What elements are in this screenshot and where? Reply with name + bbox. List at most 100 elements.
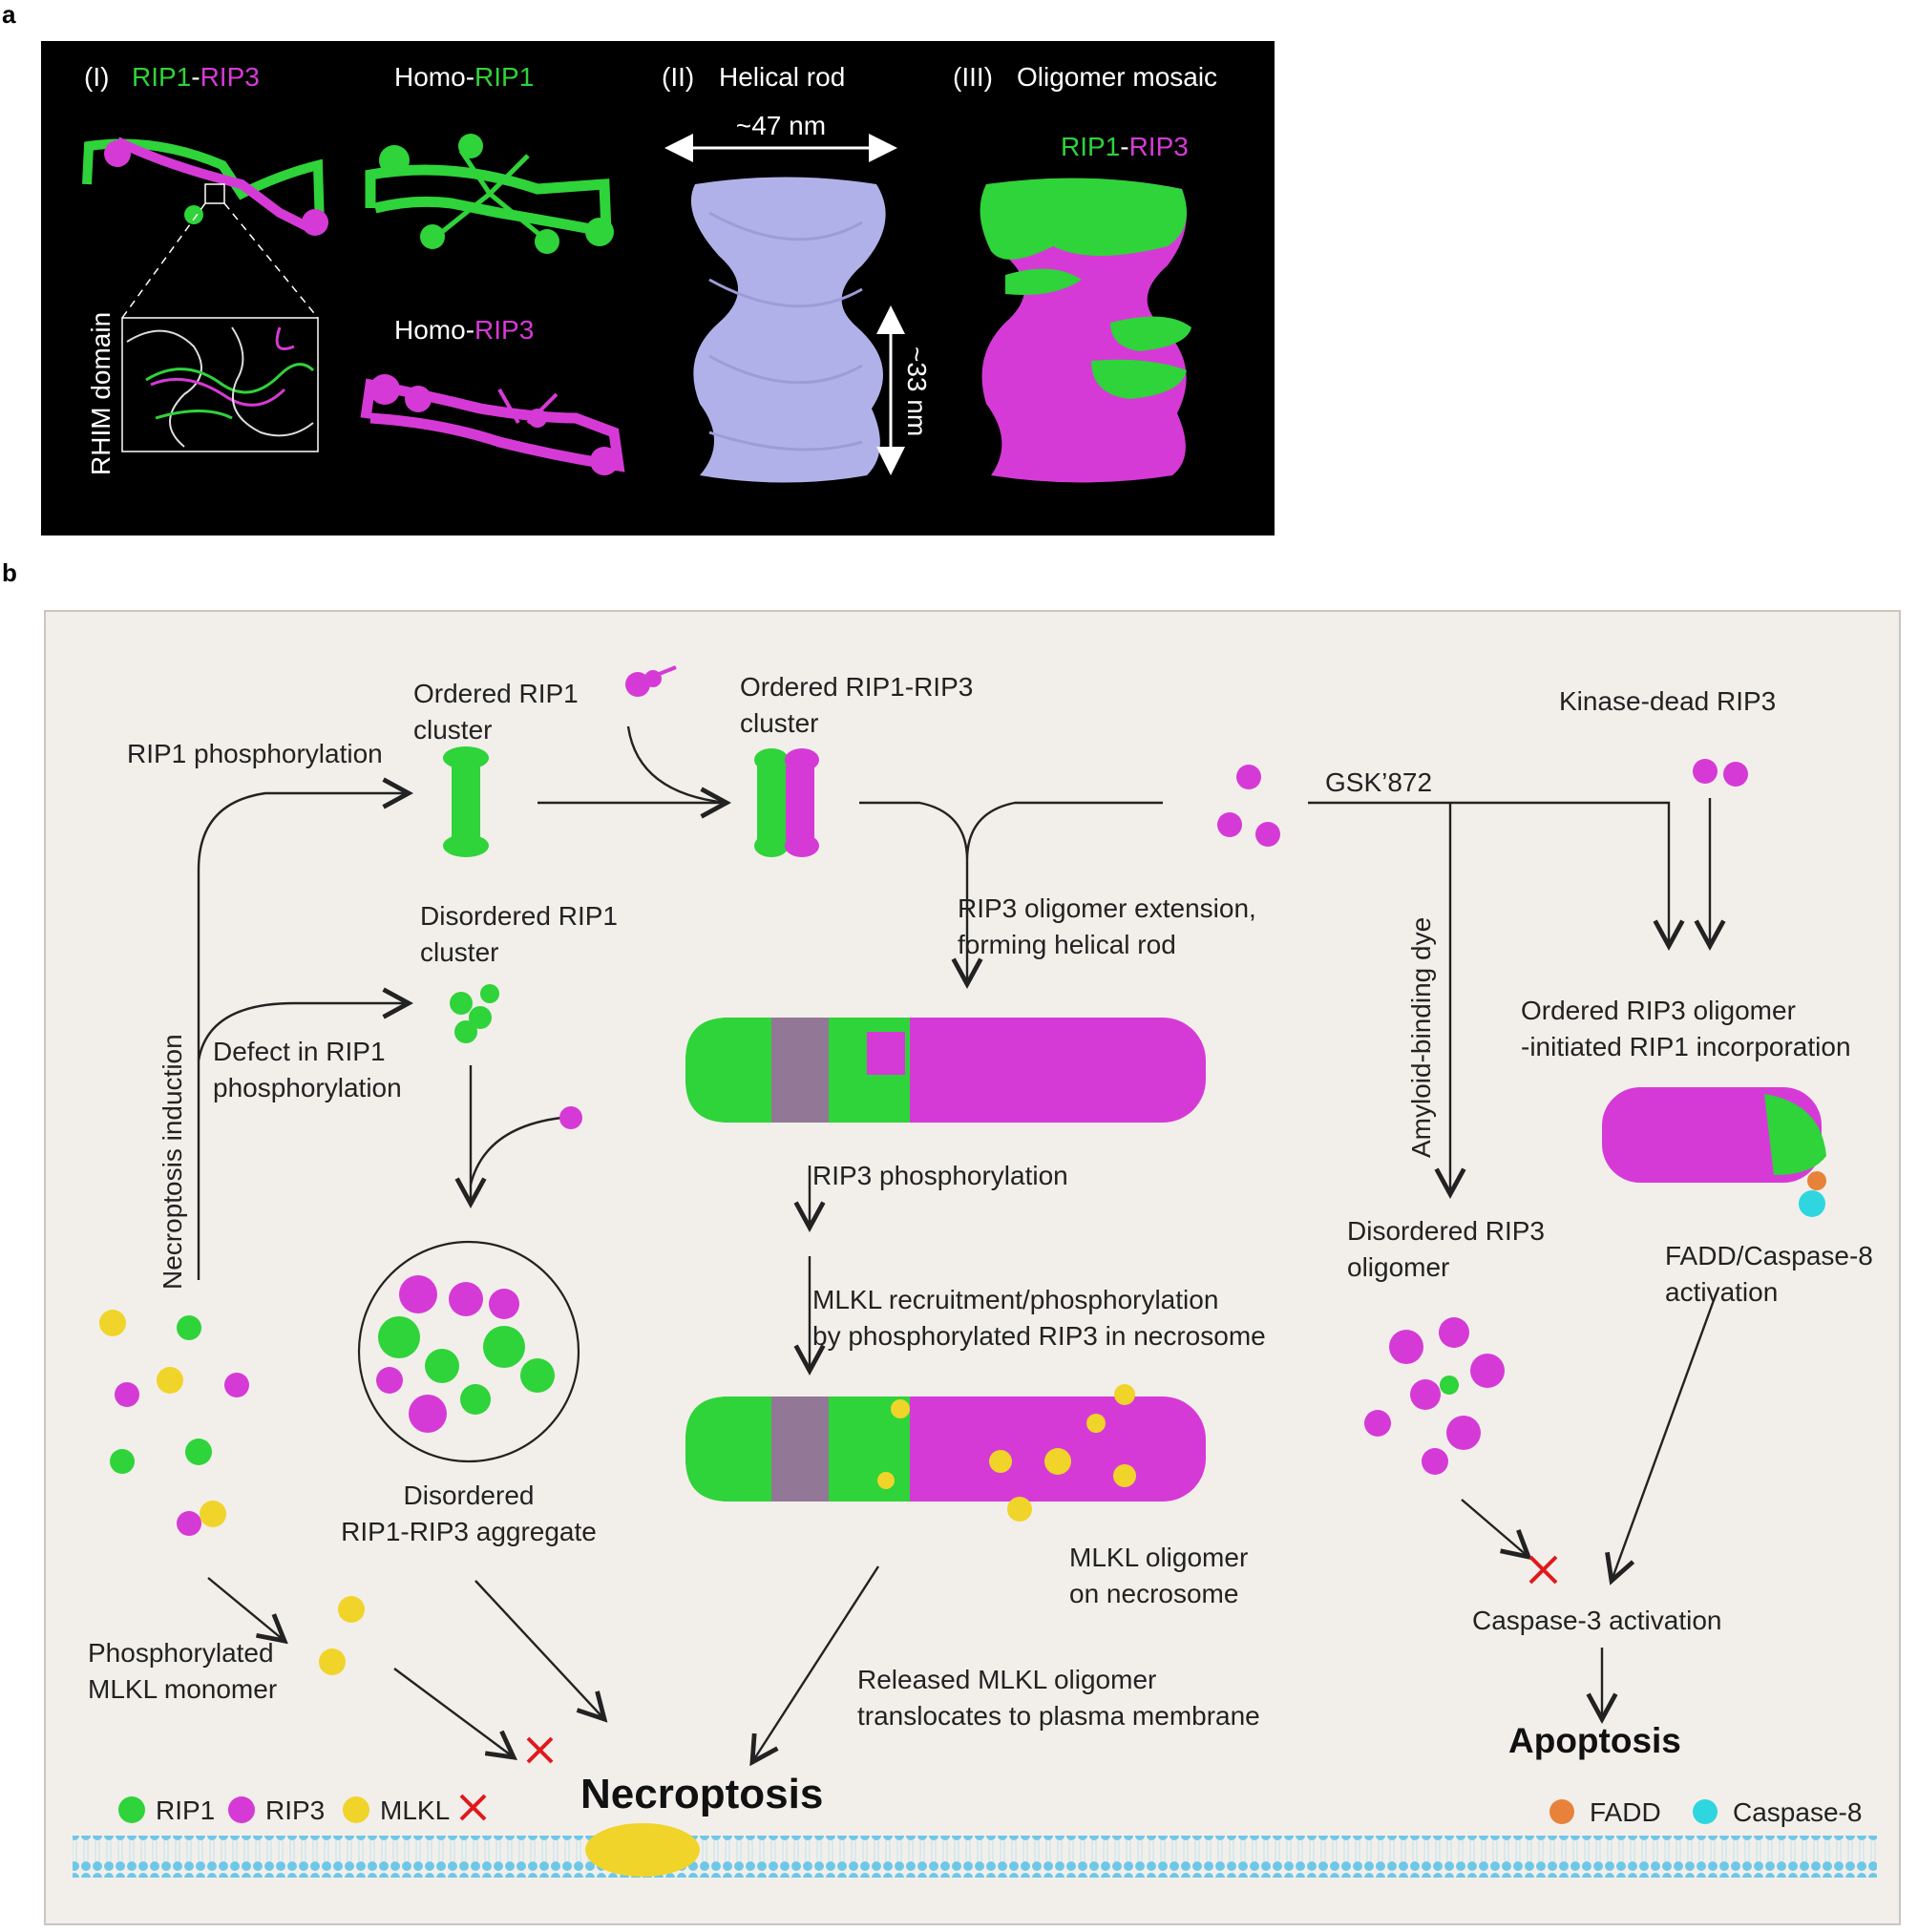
ordered-rip1-rip3-label-2: cluster <box>740 708 818 738</box>
ordered-rip1-cluster-label-1: Ordered RIP1 <box>413 679 579 708</box>
mosaic-title: RIP1-RIP3 <box>1061 132 1189 161</box>
homo-rip3-structure <box>360 374 625 475</box>
gsk872-label: GSK’872 <box>1325 767 1432 797</box>
induction-molecules <box>99 1310 365 1675</box>
rhim-domain-label: RHIM domain <box>86 312 116 475</box>
plasma-membrane <box>73 1823 1877 1878</box>
necroptosis-induction-label: Necroptosis induction <box>158 1034 187 1290</box>
fadd-activation-label-2: activation <box>1665 1277 1778 1307</box>
caspase3-activation-label: Caspase-3 activation <box>1472 1606 1721 1635</box>
free-rip3-top <box>625 665 677 697</box>
ordered-rip3-rip1-oligomer <box>1602 1087 1826 1217</box>
sec1-dash: - <box>191 62 200 92</box>
rip3-phosphorylation-label: RIP3 phosphorylation <box>812 1161 1068 1190</box>
mosaic-dash: - <box>1120 132 1128 161</box>
panel-b-svg: RIP1 phosphorylation Ordered RIP1 cluste… <box>73 665 1877 1878</box>
rip1-phosphorylation-label: RIP1 phosphorylation <box>127 739 383 768</box>
homo-rip1-title: Homo-RIP1 <box>394 62 534 92</box>
sec1-number: (I) <box>84 62 109 92</box>
disordered-rip1-cluster <box>450 984 499 1043</box>
ordered-rip1-cluster-label-2: cluster <box>413 715 492 745</box>
free-rip3-mid <box>559 1106 582 1129</box>
width-label: ~47 nm <box>736 111 826 140</box>
mosaic-rip1: RIP1 <box>1061 132 1120 161</box>
sec3-number: (III) <box>953 62 993 92</box>
panel-b: RIP1 phosphorylation Ordered RIP1 cluste… <box>44 610 1901 1925</box>
defect-label-1: Defect in RIP1 <box>213 1037 386 1066</box>
panel-b-letter: b <box>2 558 17 587</box>
sec1-rip1: RIP1 <box>132 62 191 92</box>
disordered-rip1-label-2: cluster <box>420 937 498 967</box>
mosaic-rip3: RIP3 <box>1129 132 1189 161</box>
amyloid-dye-label: Amyloid-binding dye <box>1406 917 1436 1158</box>
necrosome-with-mlkl <box>685 1384 1206 1522</box>
helical-rod <box>690 177 886 483</box>
height-label: ~33 nm <box>902 346 932 436</box>
rip3-extension-label-2: forming helical rod <box>958 930 1176 959</box>
rip3-extension-label-1: RIP3 oligomer extension, <box>958 893 1256 923</box>
fadd-activation-label-1: FADD/Caspase-8 <box>1665 1241 1873 1270</box>
inhibit-cross-monomer <box>459 1794 487 1821</box>
oligomer-mosaic <box>980 178 1191 483</box>
homo-prefix-3: Homo- <box>394 315 474 345</box>
panel-a: (I) RIP1-RIP3 Homo-RIP1 Homo-RIP3 (II) H… <box>41 41 1275 536</box>
legend-rip1: RIP1 <box>156 1796 215 1825</box>
disordered-rip1-label-1: Disordered RIP1 <box>420 901 618 931</box>
sec3-title: Oligomer mosaic <box>1017 62 1217 92</box>
mlkl-oligomer-label-1: MLKL oligomer <box>1069 1543 1248 1572</box>
disordered-aggregate-label-1: Disordered <box>404 1480 535 1510</box>
panel-a-letter: a <box>2 0 16 29</box>
ordered-rip3-label-1: Ordered RIP3 oligomer <box>1521 996 1796 1025</box>
inhibition-marks <box>459 1555 1558 1821</box>
released-mlkl-label-2: translocates to plasma membrane <box>857 1701 1260 1731</box>
legend-rip3-swatch <box>228 1796 255 1823</box>
pathway-arrows <box>197 725 1717 1762</box>
homo-rip1-name: RIP1 <box>474 62 534 92</box>
legend-mlkl-swatch <box>343 1796 369 1823</box>
sec1-rip3: RIP3 <box>200 62 260 92</box>
ordered-rip3-label-2: -initiated RIP1 incorporation <box>1521 1032 1851 1061</box>
rhim-inset <box>121 317 319 452</box>
ordered-rip1-rip3-label-1: Ordered RIP1-RIP3 <box>740 672 973 702</box>
helical-rod-horizontal <box>685 1018 1206 1123</box>
disordered-rip3-label-2: oligomer <box>1347 1252 1449 1282</box>
legend-mlkl: MLKL <box>380 1796 450 1825</box>
molecule-legend: RIP1 RIP3 MLKL FADD Caspase-8 <box>118 1796 1862 1827</box>
homo-rip1-structure <box>365 134 614 254</box>
legend-rip1-swatch <box>118 1796 145 1823</box>
phosphorylated-mlkl-label-2: MLKL monomer <box>88 1674 277 1704</box>
legend-fadd-swatch <box>1549 1799 1574 1824</box>
homo-rip3-name: RIP3 <box>474 315 534 345</box>
sec2-number: (II) <box>662 62 694 92</box>
ordered-rip1-rip3-cluster <box>754 748 819 857</box>
rip1-rip3-structure <box>82 136 328 319</box>
sec1-title: RIP1-RIP3 <box>132 62 260 92</box>
released-mlkl-label-1: Released MLKL oligomer <box>857 1665 1156 1694</box>
kinase-dead-rip3-label: Kinase-dead RIP3 <box>1559 686 1776 716</box>
free-rip3-trio <box>1217 765 1280 847</box>
mlkl-recruitment-label-2: by phosphorylated RIP3 in necrosome <box>812 1321 1266 1351</box>
disordered-rip3-oligomer <box>1364 1317 1505 1475</box>
mlkl-recruitment-label-1: MLKL recruitment/phosphorylation <box>812 1285 1218 1314</box>
mlkl-pore <box>585 1823 700 1877</box>
legend-fadd: FADD <box>1590 1797 1661 1827</box>
disordered-aggregate-label-2: RIP1-RIP3 aggregate <box>341 1517 597 1546</box>
inhibit-cross-apoptosis <box>1528 1555 1558 1585</box>
homo-rip3-title: Homo-RIP3 <box>394 315 534 345</box>
disordered-aggregate <box>357 1240 580 1463</box>
necroptosis-label: Necroptosis <box>580 1771 823 1817</box>
panel-a-svg: (I) RIP1-RIP3 Homo-RIP1 Homo-RIP3 (II) H… <box>82 62 1217 483</box>
kinase-dead-rip3-mol <box>1693 759 1748 787</box>
legend-rip3: RIP3 <box>265 1796 325 1825</box>
sec2-title: Helical rod <box>719 62 845 92</box>
phosphorylated-mlkl-label-1: Phosphorylated <box>88 1638 274 1668</box>
disordered-rip3-label-1: Disordered RIP3 <box>1347 1216 1545 1246</box>
inhibit-cross-aggregate <box>526 1736 554 1764</box>
homo-prefix-1: Homo- <box>394 62 474 92</box>
legend-caspase8-swatch <box>1693 1799 1718 1824</box>
defect-label-2: phosphorylation <box>213 1073 402 1102</box>
ordered-rip1-cluster <box>443 746 489 857</box>
apoptosis-label: Apoptosis <box>1508 1721 1681 1760</box>
mlkl-oligomer-label-2: on necrosome <box>1069 1579 1238 1608</box>
legend-caspase8: Caspase-8 <box>1733 1797 1862 1827</box>
